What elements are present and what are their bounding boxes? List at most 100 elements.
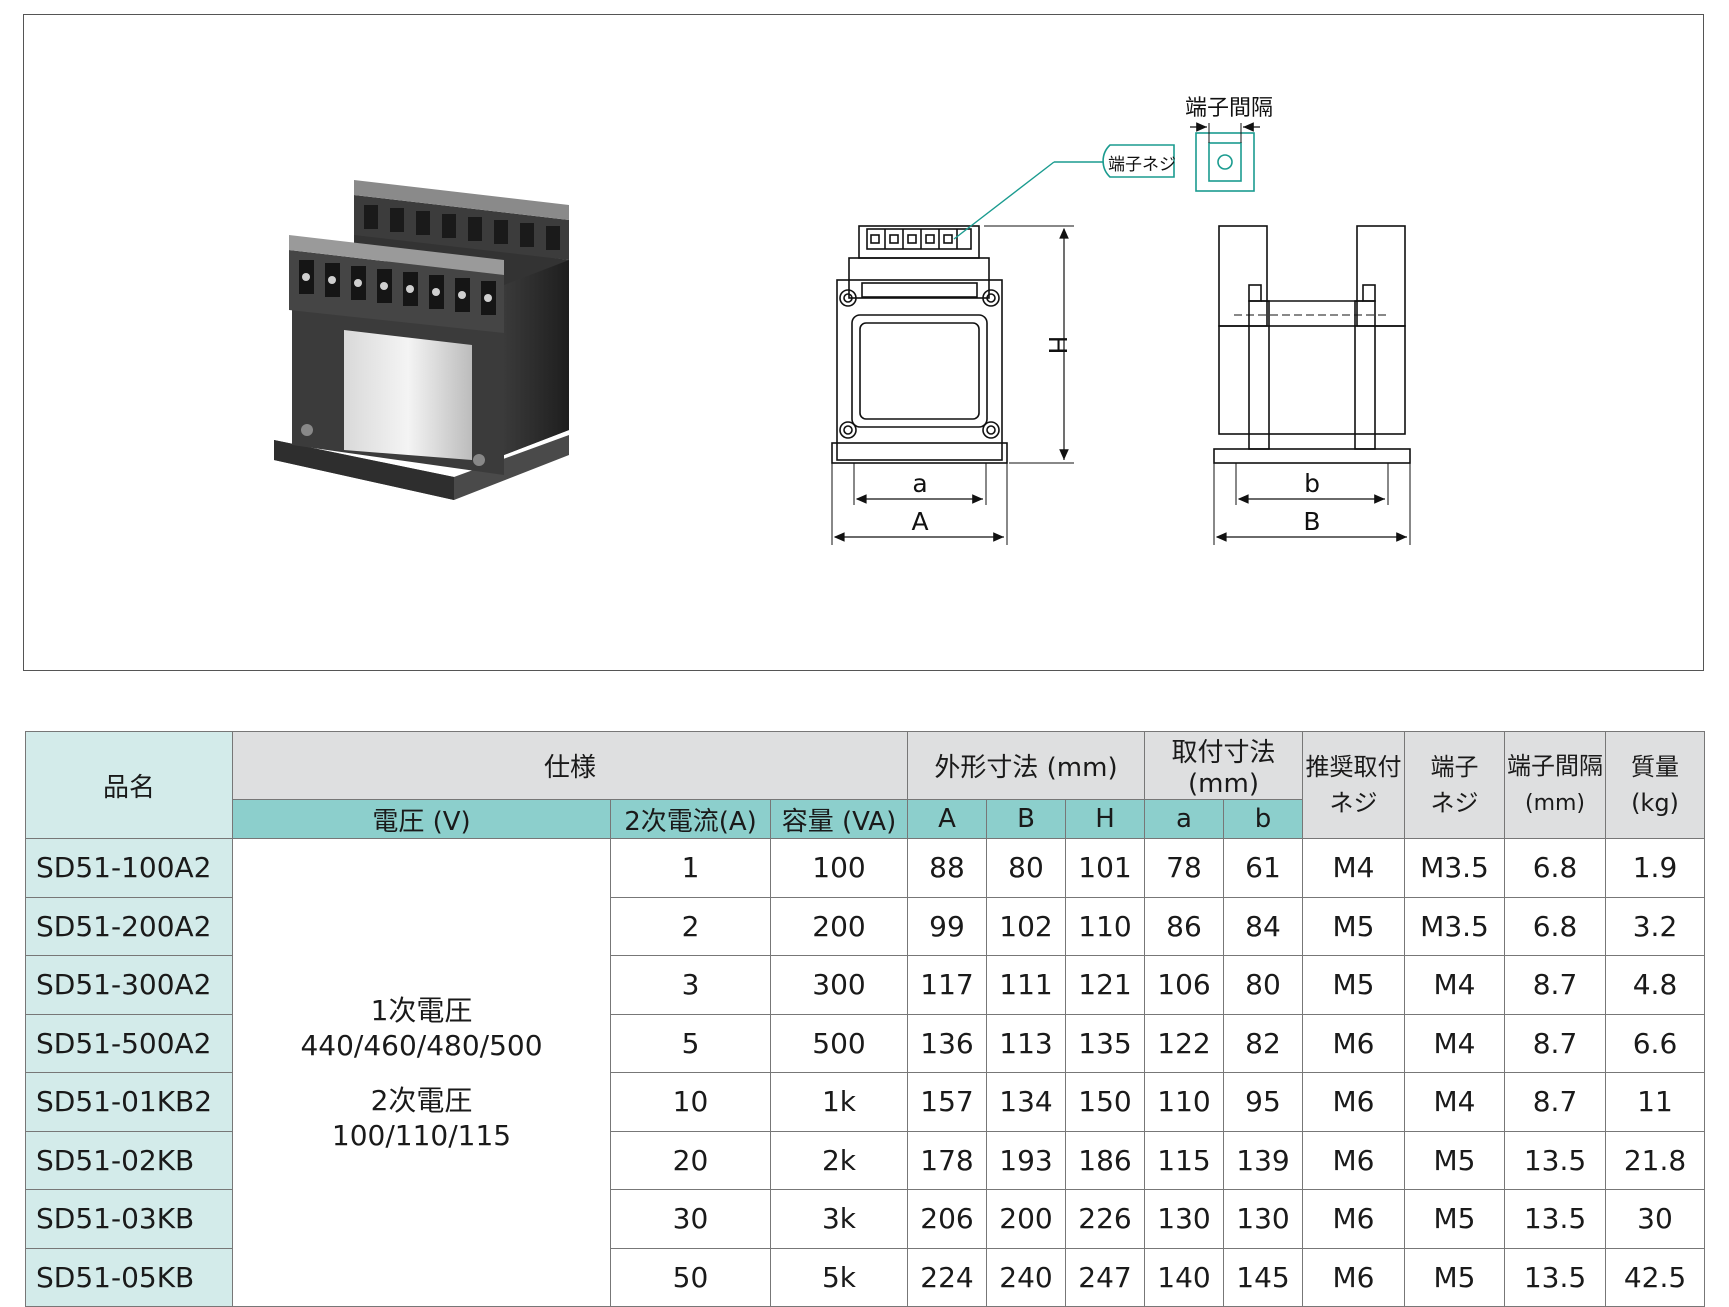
header-term-pitch-l1: 端子間隔 <box>1507 752 1603 780</box>
row-term-screw: M5 <box>1404 1189 1505 1249</box>
row-dim-A: 88 <box>907 838 987 898</box>
row-name: SD51-100A2 <box>25 838 233 898</box>
row-current: 50 <box>610 1247 771 1307</box>
row-dim-B: 134 <box>986 1072 1066 1132</box>
row-dim-a: 106 <box>1144 955 1224 1015</box>
dim-label-A: A <box>911 507 928 536</box>
header-term-screw: 端子 ネジ <box>1404 731 1505 839</box>
header-dim-a: a <box>1144 799 1224 839</box>
table-row: SD51-01KB2 10 1k 157 134 150 110 95 M6 M… <box>25 1072 1705 1132</box>
header-dim-A: A <box>907 799 987 839</box>
row-pitch: 6.8 <box>1504 896 1606 956</box>
row-dim-a: 140 <box>1144 1247 1224 1307</box>
row-dim-A: 136 <box>907 1013 987 1073</box>
table-row: SD51-300A2 3 300 117 111 121 106 80 M5 M… <box>25 955 1705 1015</box>
row-term-screw: M3.5 <box>1404 838 1505 898</box>
row-dim-b: 145 <box>1223 1247 1303 1307</box>
row-dim-A: 178 <box>907 1130 987 1190</box>
header-spec: 仕様 <box>232 731 908 800</box>
figure-drawing: a A H b B 端子間隔 端子ネジ <box>274 96 1411 545</box>
header-outer-dims: 外形寸法 (mm) <box>907 731 1145 800</box>
row-dim-A: 117 <box>907 955 987 1015</box>
row-dim-H: 101 <box>1065 838 1145 898</box>
row-current: 1 <box>610 838 771 898</box>
row-rec-screw: M6 <box>1302 1013 1405 1073</box>
table-row: SD51-200A2 2 200 99 102 110 86 84 M5 M3.… <box>25 896 1705 956</box>
header-rec-screw: 推奨取付 ネジ <box>1302 731 1405 839</box>
header-mount-dims: 取付寸法 (mm) <box>1144 731 1303 800</box>
row-capacity: 100 <box>770 838 908 898</box>
row-rec-screw: M5 <box>1302 896 1405 956</box>
table-row: SD51-100A2 1次電圧 440/460/480/500 2次電圧 100… <box>25 838 1705 1307</box>
row-mass: 4.8 <box>1605 955 1705 1015</box>
row-dim-b: 130 <box>1223 1189 1303 1249</box>
primary-voltage-values: 440/460/480/500 <box>300 1028 543 1062</box>
row-dim-A: 224 <box>907 1247 987 1307</box>
row-name: SD51-03KB <box>25 1189 233 1249</box>
row-dim-H: 150 <box>1065 1072 1145 1132</box>
row-capacity: 3k <box>770 1189 908 1249</box>
row-dim-B: 193 <box>986 1130 1066 1190</box>
row-dim-H: 121 <box>1065 955 1145 1015</box>
front-view-drawing <box>831 225 1074 545</box>
row-dim-B: 113 <box>986 1013 1066 1073</box>
header-dim-B: B <box>986 799 1066 839</box>
dim-label-a: a <box>912 469 927 498</box>
header-dim-H: H <box>1065 799 1145 839</box>
row-dim-a: 110 <box>1144 1072 1224 1132</box>
row-dim-a: 86 <box>1144 896 1224 956</box>
row-mass: 42.5 <box>1605 1247 1705 1307</box>
row-dim-b: 80 <box>1223 955 1303 1015</box>
header-term-pitch-l2: (mm) <box>1524 791 1586 816</box>
header-name: 品名 <box>25 731 233 839</box>
row-dim-b: 84 <box>1223 896 1303 956</box>
secondary-voltage-values: 100/110/115 <box>331 1118 512 1152</box>
primary-voltage: 1次電圧 440/460/480/500 <box>233 993 610 1063</box>
row-capacity: 2k <box>770 1130 908 1190</box>
row-rec-screw: M6 <box>1302 1072 1405 1132</box>
row-dim-H: 110 <box>1065 896 1145 956</box>
row-current: 2 <box>610 896 771 956</box>
row-name: SD51-300A2 <box>25 955 233 1015</box>
row-current: 5 <box>610 1013 771 1073</box>
row-dim-H: 247 <box>1065 1247 1145 1307</box>
row-rec-screw: M6 <box>1302 1130 1405 1190</box>
row-pitch: 8.7 <box>1504 1013 1606 1073</box>
row-term-screw: M4 <box>1404 955 1505 1015</box>
row-capacity: 5k <box>770 1247 908 1307</box>
row-current: 30 <box>610 1189 771 1249</box>
spec-table: 品名 仕様 外形寸法 (mm) 取付寸法 (mm) 推奨取付 ネジ 端子 ネジ … <box>25 731 1705 1307</box>
row-mass: 21.8 <box>1605 1130 1705 1190</box>
figure-panel: a A H b B 端子間隔 端子ネジ <box>23 14 1704 671</box>
row-capacity: 500 <box>770 1013 908 1073</box>
secondary-voltage-label: 2次電圧 <box>370 1083 473 1117</box>
header-term-pitch: 端子間隔 (mm) <box>1504 731 1606 839</box>
row-dim-A: 99 <box>907 896 987 956</box>
row-mass: 30 <box>1605 1189 1705 1249</box>
table-row: SD51-02KB 20 2k 178 193 186 115 139 M6 M… <box>25 1130 1705 1190</box>
row-dim-b: 61 <box>1223 838 1303 898</box>
header-dim-b: b <box>1223 799 1303 839</box>
row-capacity: 200 <box>770 896 908 956</box>
dim-label-H: H <box>1043 336 1072 355</box>
row-term-screw: M4 <box>1404 1072 1505 1132</box>
row-rec-screw: M6 <box>1302 1189 1405 1249</box>
row-dim-a: 122 <box>1144 1013 1224 1073</box>
row-pitch: 13.5 <box>1504 1130 1606 1190</box>
row-pitch: 13.5 <box>1504 1189 1606 1249</box>
row-dim-B: 240 <box>986 1247 1066 1307</box>
row-capacity: 300 <box>770 955 908 1015</box>
row-dim-B: 200 <box>986 1189 1066 1249</box>
row-dim-b: 82 <box>1223 1013 1303 1073</box>
row-dim-H: 135 <box>1065 1013 1145 1073</box>
terminal-detail <box>953 122 1260 240</box>
header-term-screw-l1: 端子 <box>1430 753 1479 781</box>
row-mass: 11 <box>1605 1072 1705 1132</box>
dim-label-B: B <box>1303 507 1320 536</box>
row-name: SD51-05KB <box>25 1247 233 1307</box>
table-row: SD51-03KB 30 3k 206 200 226 130 130 M6 M… <box>25 1189 1705 1249</box>
header-current: 2次電流(A) <box>610 799 771 839</box>
row-rec-screw: M5 <box>1302 955 1405 1015</box>
header-mass-l1: 質量 <box>1631 753 1679 781</box>
table-row: SD51-500A2 5 500 136 113 135 122 82 M6 M… <box>25 1013 1705 1073</box>
